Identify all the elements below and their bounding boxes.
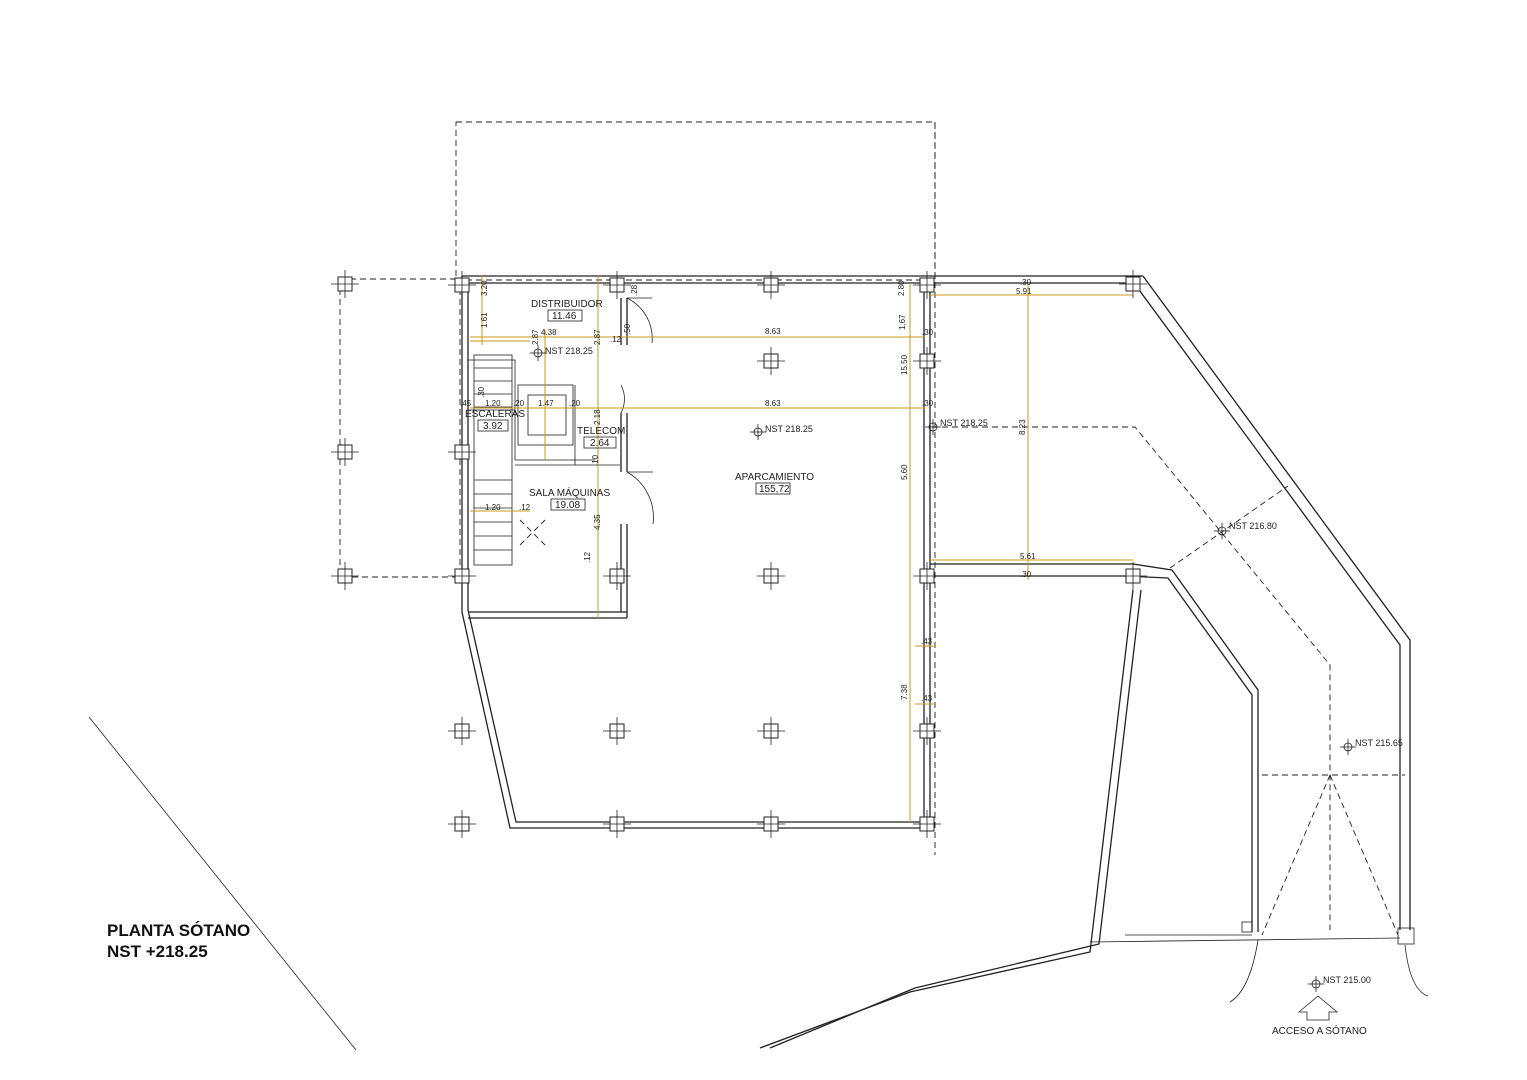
- access-arrow-icon: [1297, 995, 1339, 1021]
- dimension-text: .30: [922, 399, 934, 408]
- column-marker: [603, 717, 631, 745]
- room-area-aparcamiento: 155,72: [759, 484, 790, 495]
- site-boundary-line: [88, 716, 357, 1051]
- room-name-distribuidor: DISTRIBUIDOR: [531, 299, 603, 310]
- level-marker-symbols: [530, 345, 1356, 992]
- column-marker: [757, 810, 785, 838]
- column-marker: [757, 271, 785, 299]
- column-marker: [1119, 270, 1147, 298]
- dimension-text: .20: [513, 399, 525, 408]
- level-label: NST 215.00: [1323, 975, 1371, 985]
- dimension-text: .43: [921, 637, 933, 646]
- room-name-escaleras: ESCALERAS: [465, 409, 525, 420]
- room-name-aparcamiento: APARCAMIENTO: [735, 472, 814, 483]
- column-marker: [331, 438, 359, 466]
- plan-title-block: PLANTA SÓTANO NST +218.25: [107, 920, 250, 962]
- ramp-slope-line: [1169, 485, 1289, 569]
- dimension-text: .30: [1020, 278, 1032, 287]
- ramp-slope-line: [1329, 774, 1399, 936]
- dimension-text: 8.63: [765, 399, 781, 408]
- dimension-lines: [470, 275, 1133, 822]
- column-marker: [448, 562, 476, 590]
- column-marker: [1119, 562, 1147, 590]
- room-area-telecom: 2.64: [590, 438, 610, 449]
- dimension-text: 1.47: [538, 399, 554, 408]
- building-walls: [461, 275, 1429, 1049]
- ramp-slope-line: [1261, 774, 1331, 936]
- dimension-text: .30: [1020, 570, 1032, 579]
- dimension-text: .30: [477, 386, 486, 398]
- door-swings: [620, 297, 654, 525]
- dimension-text: 2.87: [593, 329, 602, 345]
- stair-treads: [473, 354, 546, 566]
- interior-partitions: [468, 359, 620, 466]
- plan-level: NST +218.25: [107, 942, 208, 961]
- dimension-text: 4.35: [593, 514, 602, 530]
- level-label: NST 218.25: [765, 424, 813, 434]
- column-marker: [448, 271, 476, 299]
- plan-title: PLANTA SÓTANO: [107, 921, 251, 940]
- dimension-text: 1.20: [485, 503, 501, 512]
- level-label: NST 218.25: [940, 418, 988, 428]
- dimension-text: 15.50: [900, 354, 909, 375]
- dimension-text: 8.23: [1018, 419, 1027, 435]
- ramp-slope-line: [932, 426, 1331, 930]
- dimension-text: .12: [610, 335, 622, 344]
- dimension-text: .30: [922, 328, 934, 337]
- dimension-text: 5.91: [1016, 287, 1032, 296]
- dimension-text: .50: [623, 323, 632, 335]
- column-marker: [913, 271, 941, 299]
- dimension-text: .20: [569, 399, 581, 408]
- level-label: NST 215.65: [1355, 738, 1403, 748]
- column-marker: [757, 562, 785, 590]
- level-label: NST 218.25: [545, 346, 593, 356]
- level-label: NST 216.80: [1229, 521, 1277, 531]
- dimension-text: 2.80: [897, 280, 906, 296]
- dimension-text: 8.63: [765, 327, 781, 336]
- structural-columns: [331, 270, 1147, 838]
- dimension-text: 1.20: [485, 399, 501, 408]
- dimension-text: .43: [921, 694, 933, 703]
- access-label: ACCESO A SÓTANO: [1272, 1024, 1367, 1037]
- column-marker: [913, 810, 941, 838]
- dimension-text: 1.61: [480, 312, 489, 328]
- dimension-text: 3.20: [480, 280, 489, 296]
- upper-floor-outline: [455, 121, 936, 281]
- dimension-text: 4.38: [541, 328, 557, 337]
- room-area-distribuidor: 11.46: [552, 311, 577, 322]
- column-marker: [448, 810, 476, 838]
- dimension-text: 2.87: [531, 329, 540, 345]
- column-marker: [603, 810, 631, 838]
- left-terrace-outline: [339, 278, 461, 578]
- dimension-text: 5.61: [1020, 552, 1036, 561]
- column-marker: [913, 562, 941, 590]
- column-marker: [757, 347, 785, 375]
- dimension-text: .10: [591, 454, 600, 466]
- column-marker: [448, 717, 476, 745]
- column-marker: [913, 717, 941, 745]
- column-marker: [603, 271, 631, 299]
- dimension-text: .28: [630, 284, 639, 296]
- room-name-telecom: TELECOM: [577, 426, 625, 437]
- column-marker: [603, 562, 631, 590]
- dimension-text: 2.18: [593, 409, 602, 425]
- room-name-sala-maquinas: SALA MÁQUINAS: [529, 486, 610, 499]
- dimension-text: 7.38: [900, 684, 909, 700]
- room-area-escaleras: 3.92: [483, 421, 503, 432]
- column-marker: [913, 347, 941, 375]
- dimension-text: .12: [519, 503, 531, 512]
- room-area-sala-maquinas: 19.08: [555, 500, 580, 511]
- column-marker: [757, 717, 785, 745]
- column-marker: [448, 438, 476, 466]
- dimension-text: .45: [460, 399, 472, 408]
- column-marker: [331, 270, 359, 298]
- dimension-text: 5.60: [900, 464, 909, 480]
- dimension-text: .12: [583, 551, 592, 563]
- dimension-text: 1.67: [898, 314, 907, 330]
- column-marker: [331, 562, 359, 590]
